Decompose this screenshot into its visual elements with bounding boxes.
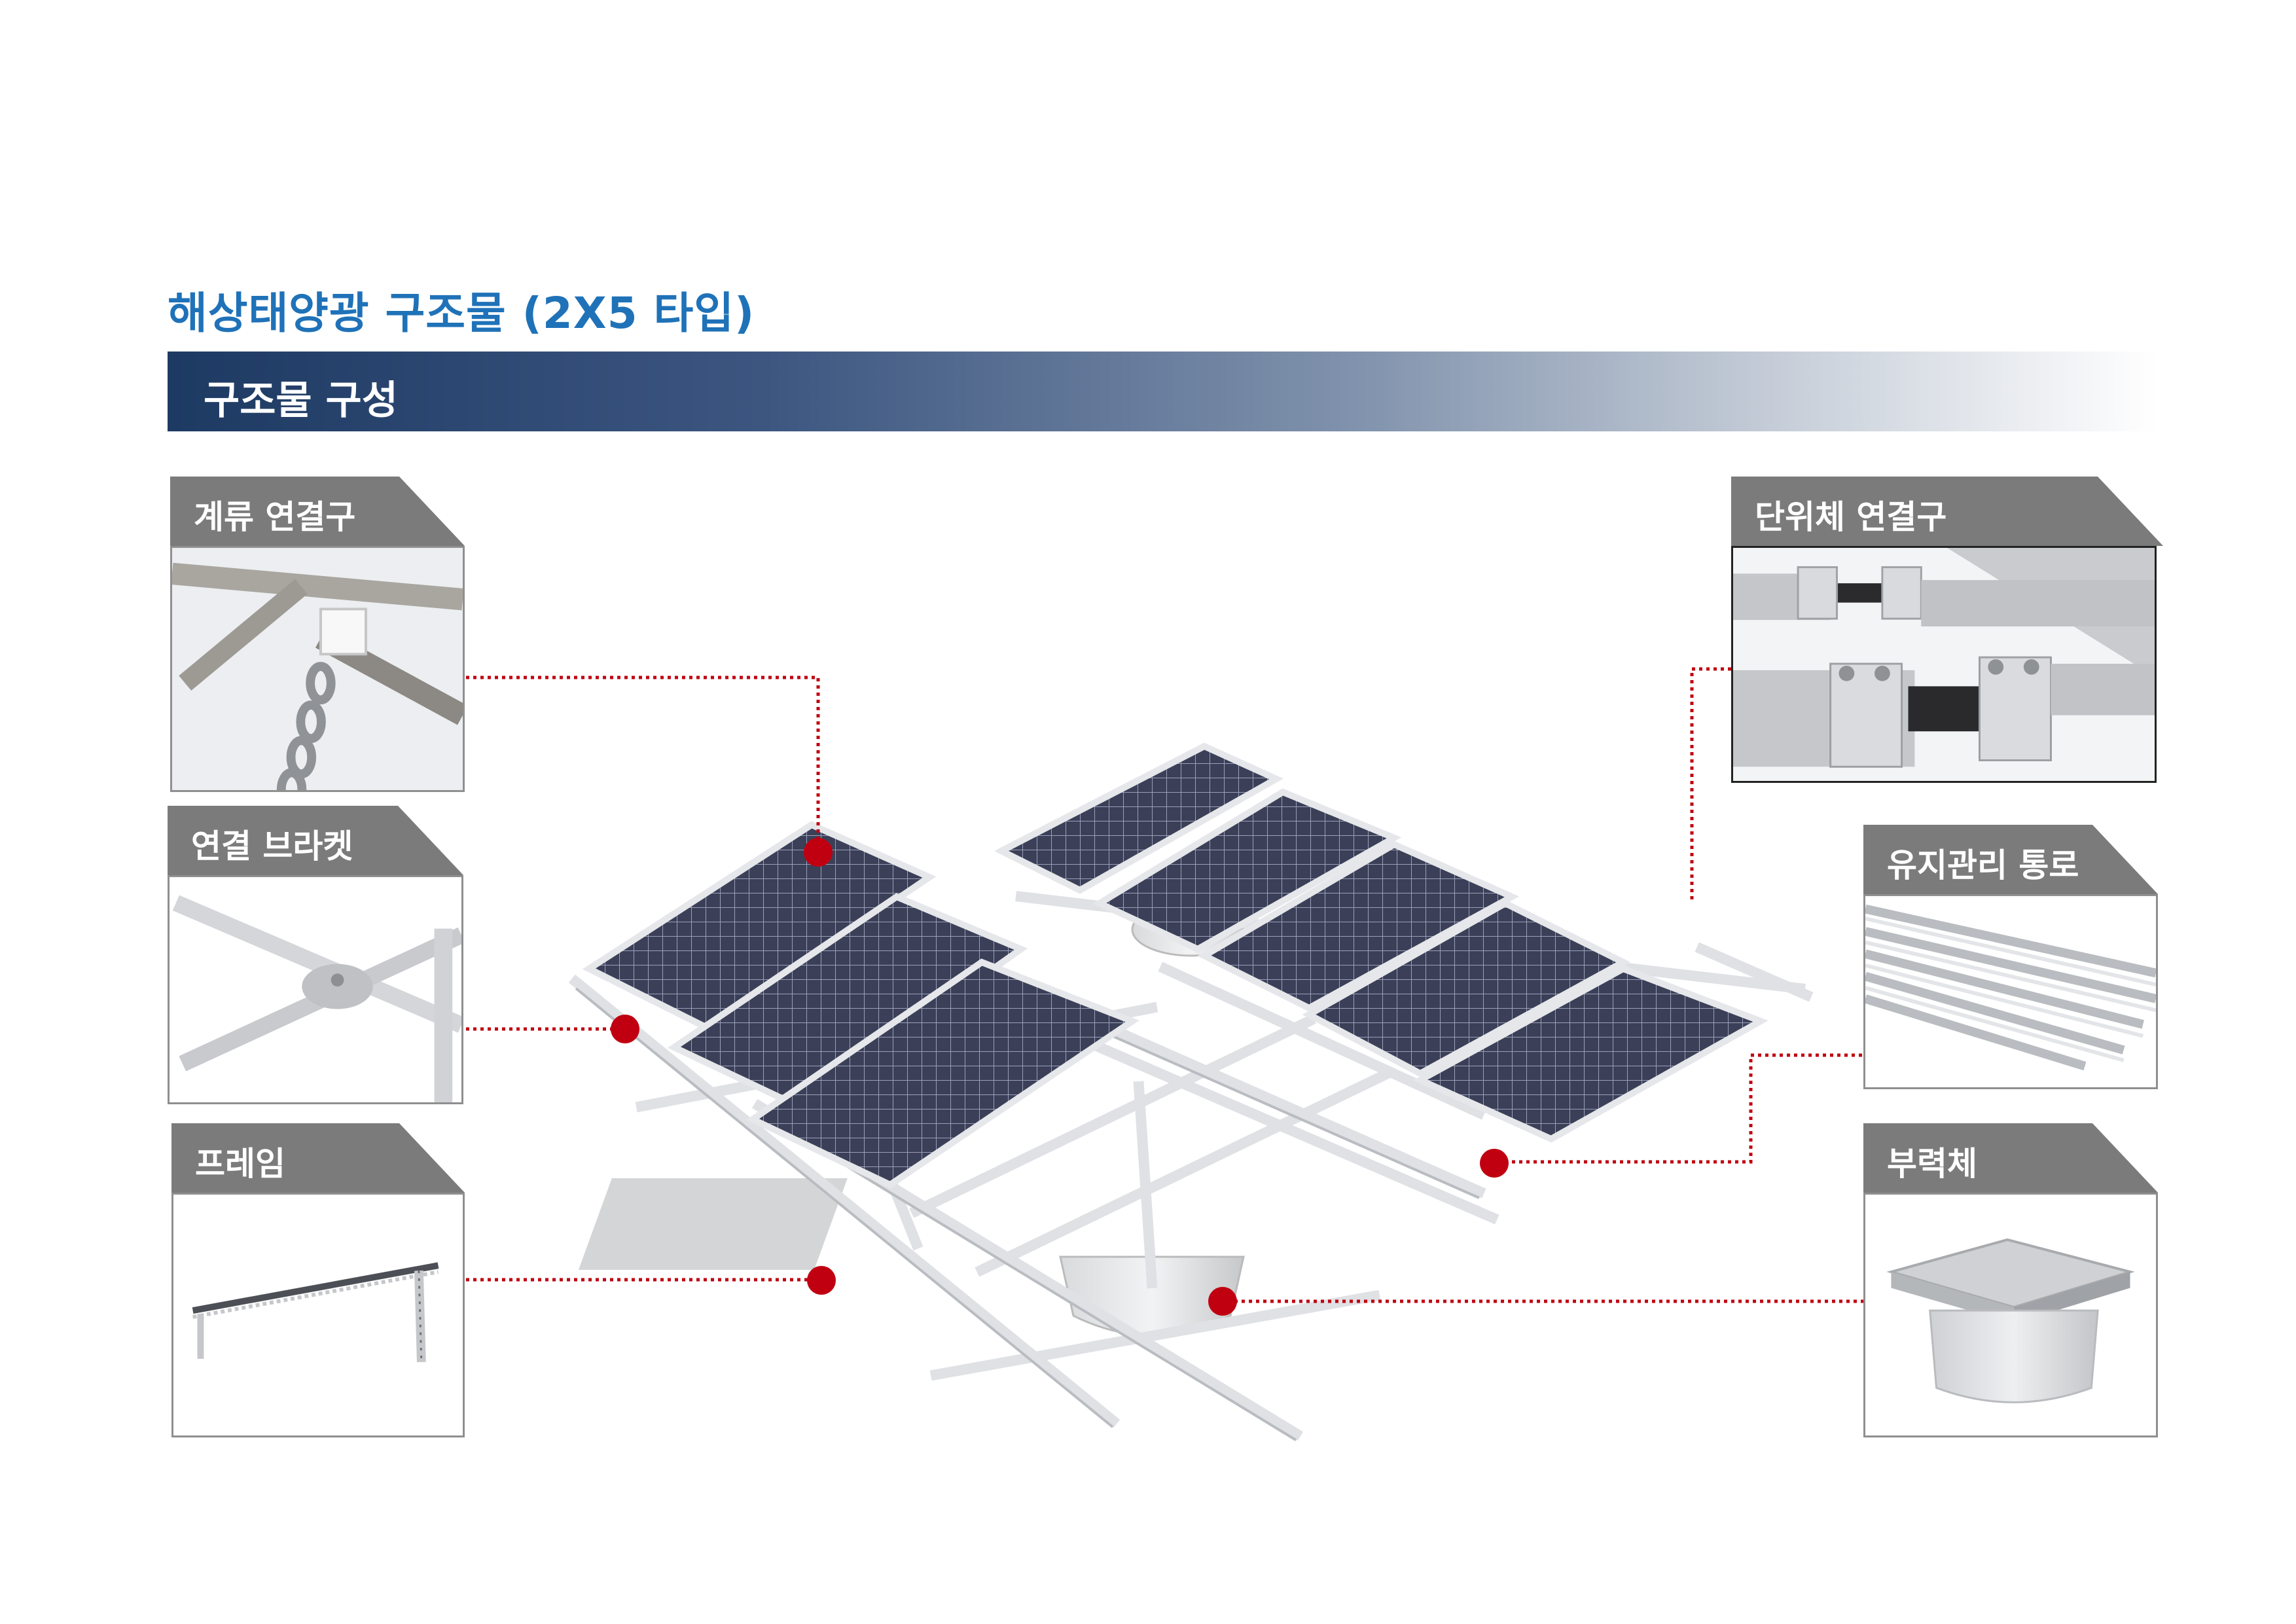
callout-tab: 단위체 연결구 xyxy=(1731,477,2163,546)
connection-bracket-image xyxy=(168,875,463,1104)
callout-label: 계류 연결구 xyxy=(194,498,356,536)
buoy-marker xyxy=(1208,1287,1237,1316)
maintenance-walkway-leader-line xyxy=(1496,1053,1862,1164)
section-header-bar: 구조물 구성 xyxy=(168,352,2157,431)
mooring-connector-leader-line xyxy=(466,676,820,851)
unit-connector-image xyxy=(1731,546,2157,783)
section-title: 구조물 구성 xyxy=(204,378,398,424)
callout-label: 프레임 xyxy=(195,1145,285,1183)
callout-label: 부력체 xyxy=(1887,1145,1977,1183)
connection-bracket-marker xyxy=(611,1015,639,1043)
callout-tab: 유지관리 통로 xyxy=(1863,825,2158,894)
callout-label: 연결 브라켓 xyxy=(191,827,353,865)
maintenance-walkway-image xyxy=(1863,894,2158,1089)
page-title: 해상태양광 구조물 (2X5 타입) xyxy=(168,288,755,338)
mooring-connector-image xyxy=(170,546,465,792)
frame-marker xyxy=(807,1266,836,1295)
buoy-image xyxy=(1863,1193,2158,1437)
solar-array-left xyxy=(582,821,1139,1189)
unit-connector-leader-line xyxy=(1690,667,1731,900)
maintenance-walkway-marker xyxy=(1480,1149,1509,1178)
callout-label: 유지관리 통로 xyxy=(1887,846,2079,884)
solar-array-right xyxy=(994,742,1768,1143)
callout-label: 단위체 연결구 xyxy=(1755,498,1947,536)
mooring-connector-marker xyxy=(804,838,833,867)
frame-image xyxy=(171,1193,465,1437)
